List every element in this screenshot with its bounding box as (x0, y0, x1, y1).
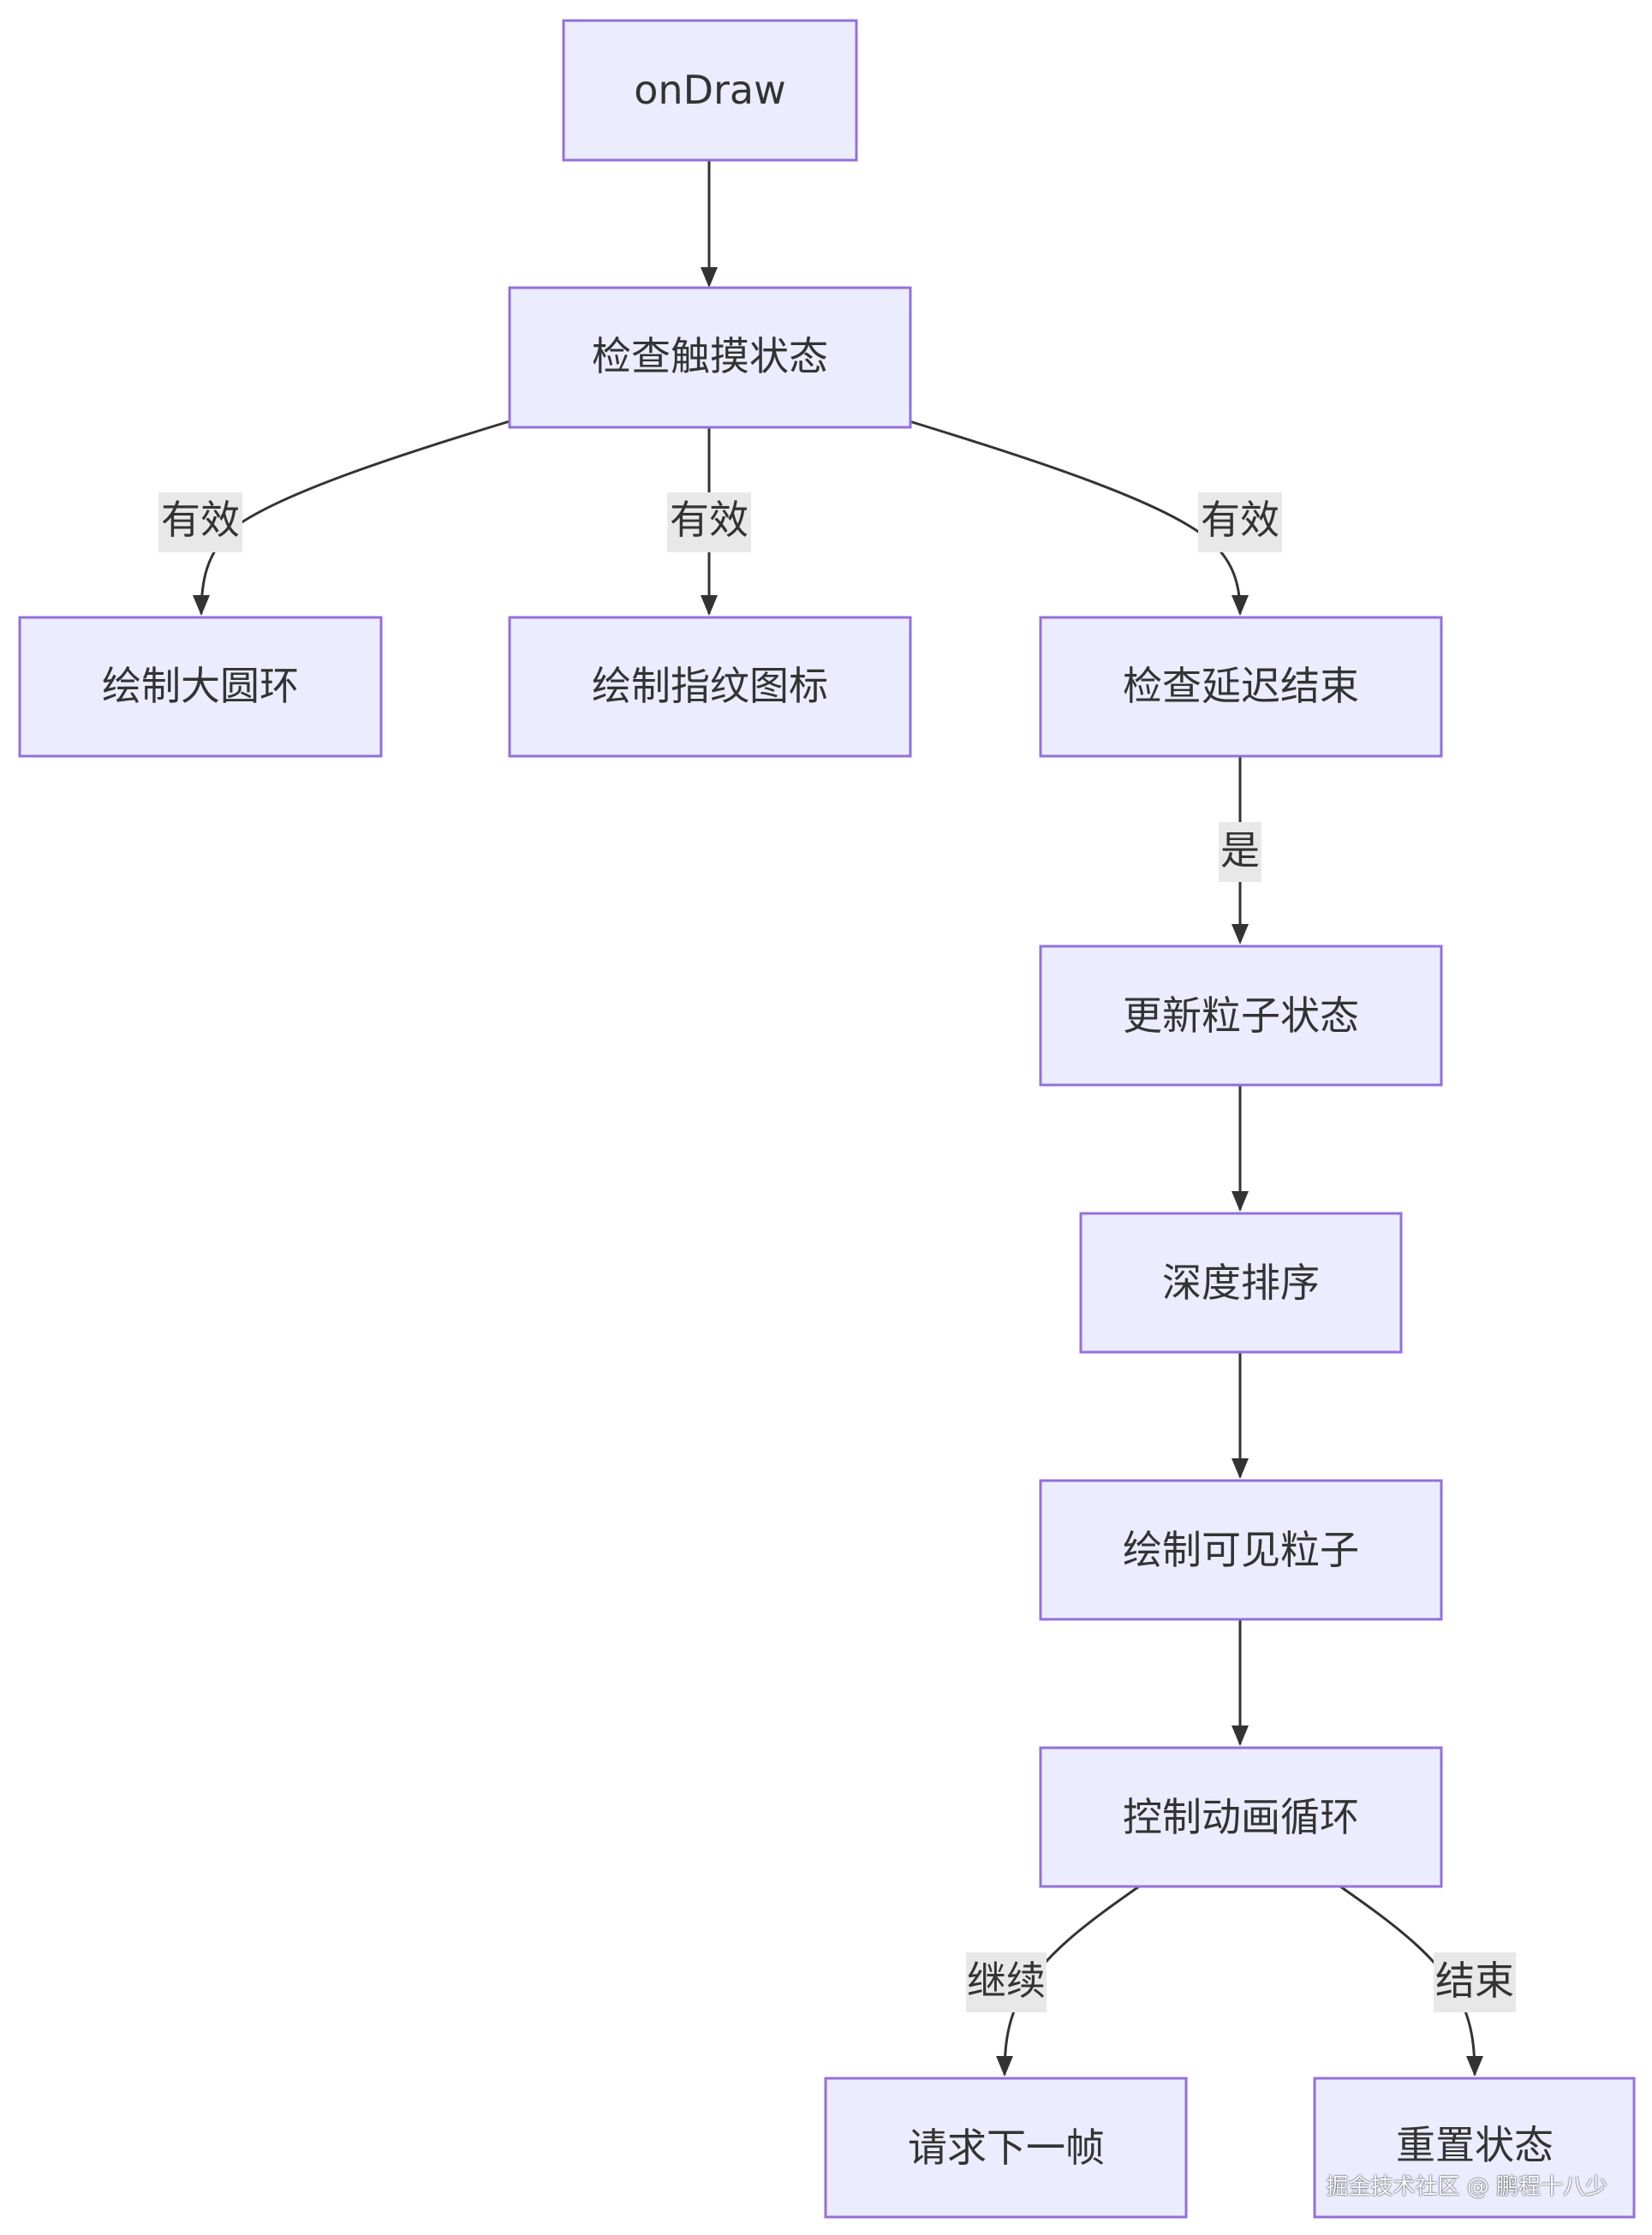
edge-label-valid-left: 有效 (158, 492, 242, 552)
arrowheads (193, 267, 1483, 2077)
arrowhead (1232, 924, 1249, 945)
edge-label-text: 有效 (1201, 497, 1279, 543)
edge-check-touch-to-draw-ring (200, 420, 510, 615)
edge-label-continue: 继续 (966, 1952, 1047, 2012)
node-label: 重置状态 (1396, 2122, 1554, 2168)
edge-label-text: 有效 (161, 497, 240, 543)
node-draw-fingerprint: 绘制指纹图标 (508, 616, 912, 758)
watermark: 掘金技术社区 @ 鹏程十八少 (1326, 2174, 1607, 2200)
node-check-touch: 检查触摸状态 (508, 286, 912, 429)
arrowhead (701, 267, 718, 288)
node-label: 绘制大圆环 (102, 663, 299, 709)
edge-label-end: 结束 (1434, 1952, 1516, 2012)
edge-label-text: 有效 (670, 497, 748, 543)
node-reset-state: 重置状态 (1313, 2077, 1636, 2219)
edge-label-text: 结束 (1435, 1958, 1514, 2004)
node-draw-ring: 绘制大圆环 (18, 616, 383, 758)
arrowhead (1232, 595, 1249, 616)
node-label: 检查触摸状态 (592, 333, 828, 379)
edge-label-text: 继续 (967, 1958, 1046, 2004)
node-depth-sort: 深度排序 (1079, 1212, 1403, 1354)
edge-label-valid-mid: 有效 (667, 492, 751, 552)
node-label: 检查延迟结束 (1123, 663, 1359, 709)
arrowhead (1232, 1191, 1249, 1212)
arrowhead (996, 2056, 1013, 2077)
arrowhead (1232, 1458, 1249, 1479)
arrowhead (701, 595, 718, 616)
node-label: 深度排序 (1162, 1260, 1320, 1306)
node-label: onDraw (634, 67, 785, 113)
node-check-delay: 检查延迟结束 (1039, 616, 1443, 758)
node-label: 更新粒子状态 (1123, 992, 1359, 1039)
arrowhead (1232, 1725, 1249, 1746)
node-label: 绘制可见粒子 (1123, 1527, 1359, 1573)
node-request-frame: 请求下一帧 (824, 2077, 1188, 2219)
node-label: 请求下一帧 (908, 2125, 1105, 2171)
edge-label-yes: 是 (1219, 822, 1261, 882)
node-label: 绘制指纹图标 (592, 663, 828, 709)
node-ondraw: onDraw (562, 19, 858, 162)
edge-label-valid-right: 有效 (1198, 492, 1282, 552)
node-control-loop: 控制动画循环 (1039, 1746, 1443, 1888)
node-update-particles: 更新粒子状态 (1039, 945, 1443, 1087)
node-draw-visible: 绘制可见粒子 (1039, 1479, 1443, 1621)
arrowhead (1466, 2056, 1483, 2077)
edge-check-touch-to-check-delay (909, 420, 1242, 615)
edge-label-text: 是 (1220, 827, 1260, 873)
node-label: 控制动画循环 (1123, 1794, 1359, 1840)
arrowhead (193, 595, 210, 616)
